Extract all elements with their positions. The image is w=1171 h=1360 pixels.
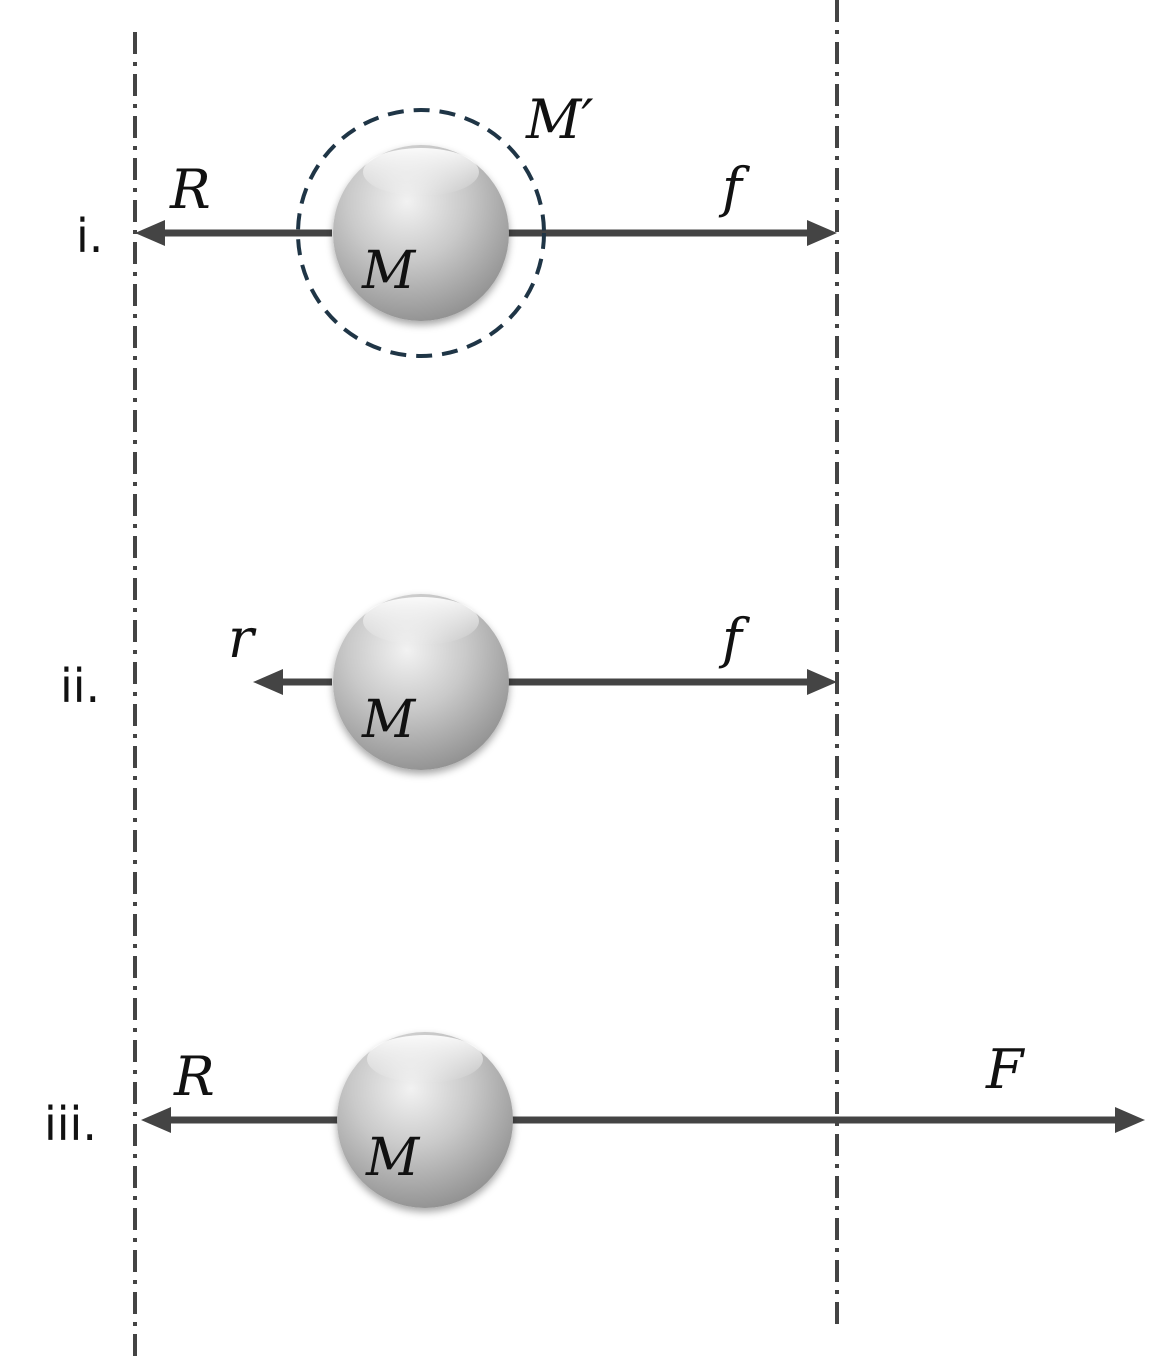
row-label: ii.: [60, 659, 100, 713]
mass-label: M: [361, 690, 417, 750]
left-force-label: R: [173, 1045, 215, 1108]
arrow-head-right: [807, 669, 837, 695]
left-force-label: r: [228, 607, 257, 670]
mass-sphere: [337, 1032, 513, 1208]
left-force-label: R: [169, 158, 211, 221]
arrow-head-right: [1115, 1107, 1145, 1133]
arrow-head-left: [141, 1107, 171, 1133]
right-force-label: f: [718, 156, 750, 219]
arrow-head-left: [135, 220, 165, 246]
row-label: iii.: [44, 1097, 97, 1151]
mass-sphere: [333, 594, 509, 770]
mass-label: M: [361, 241, 417, 301]
row-label: i.: [76, 209, 103, 263]
mass-sphere: [333, 145, 509, 321]
shell-label: M′: [525, 88, 594, 151]
arrow-head-left: [253, 669, 283, 695]
right-force-label: F: [985, 1038, 1026, 1101]
mass-label: M: [365, 1128, 421, 1188]
dashed-shell: [296, 108, 546, 358]
arrow-head-right: [807, 220, 837, 246]
row-ii: ii. M r f: [60, 594, 837, 770]
row-iii: iii. M R F: [44, 1032, 1145, 1208]
right-force-label: f: [718, 607, 750, 670]
row-i: i. M M′ R f: [76, 88, 837, 358]
